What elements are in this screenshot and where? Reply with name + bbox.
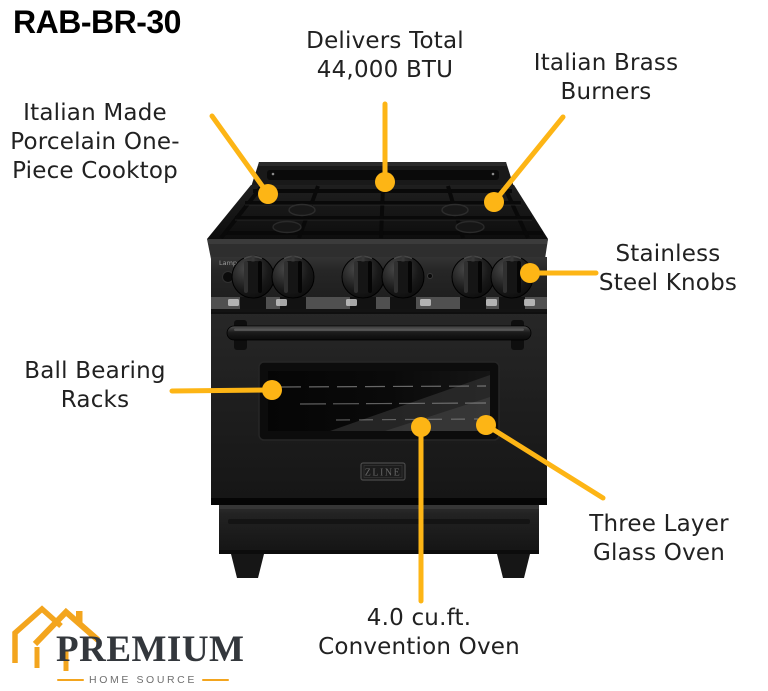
range-storage-drawer bbox=[211, 498, 547, 554]
callout-cooktop: Italian Made Porcelain One- Piece Cookto… bbox=[0, 99, 190, 186]
callout-text-line: Stainless bbox=[615, 241, 721, 267]
drawer-face bbox=[219, 505, 539, 554]
callout-text-line: 44,000 BTU bbox=[316, 57, 454, 83]
connector-dot bbox=[262, 380, 282, 400]
control-knob bbox=[231, 254, 275, 299]
callout-text-line: Italian Made bbox=[23, 100, 167, 126]
range-control-panel: Lamp bbox=[211, 254, 547, 312]
connector-glass-oven bbox=[476, 415, 606, 501]
oven-window bbox=[258, 361, 500, 441]
range-feet bbox=[231, 554, 530, 578]
knob-shadows bbox=[240, 297, 525, 309]
brand-badge-text: ZLINE bbox=[365, 468, 401, 479]
premium-home-source-logo: PREMIUM HOME SOURCE bbox=[12, 600, 247, 690]
range-foot bbox=[497, 554, 530, 578]
tagline-rule-right bbox=[201, 678, 230, 682]
callout-convection-oven: 4.0 cu.ft. Convention Oven bbox=[309, 604, 529, 662]
tagline-rule-left bbox=[57, 678, 85, 682]
callout-text-line: Porcelain One- bbox=[10, 129, 180, 155]
logo-wordmark: PREMIUM bbox=[56, 629, 245, 670]
control-knob bbox=[341, 254, 385, 299]
chimney bbox=[76, 611, 83, 624]
callout-knobs: Stainless Steel Knobs bbox=[568, 240, 768, 298]
connector-dot bbox=[258, 184, 278, 204]
callout-text-line: 4.0 cu.ft. bbox=[366, 605, 472, 631]
logo-tagline: HOME SOURCE bbox=[57, 674, 230, 686]
connector-brass-burners bbox=[484, 114, 566, 212]
connector-convection-oven bbox=[411, 417, 431, 604]
callout-racks: Ball Bearing Racks bbox=[0, 357, 190, 415]
callout-text-line: Burners bbox=[560, 79, 652, 105]
callout-text-line: Piece Cooktop bbox=[12, 158, 178, 184]
panel-function-icons bbox=[228, 299, 535, 306]
connector-dot bbox=[375, 172, 395, 192]
callout-brass-burners: Italian Brass Burners bbox=[506, 49, 706, 107]
connector-total-btu bbox=[375, 101, 395, 192]
control-knob bbox=[381, 254, 425, 299]
callout-text-line: Steel Knobs bbox=[598, 270, 738, 296]
control-knob bbox=[451, 254, 495, 299]
rack-reflections bbox=[280, 385, 487, 421]
house-icon bbox=[12, 605, 100, 671]
callout-glass-oven: Three Layer Glass Oven bbox=[559, 510, 759, 568]
range-illustration: Lamp bbox=[207, 162, 548, 578]
grate-highlights bbox=[235, 204, 532, 221]
tagline-text: HOME SOURCE bbox=[89, 674, 197, 686]
lamp-label: Lamp bbox=[219, 259, 237, 267]
connector-knobs bbox=[520, 263, 599, 283]
range-foot bbox=[231, 554, 264, 578]
callout-text-line: Convention Oven bbox=[318, 634, 520, 660]
connector-racks bbox=[169, 380, 282, 400]
control-knob bbox=[271, 254, 315, 299]
connector-cooktop bbox=[209, 113, 278, 204]
callout-text-line: Italian Brass bbox=[533, 50, 679, 76]
callout-text-line: Glass Oven bbox=[592, 540, 726, 566]
igniter-indicator bbox=[427, 273, 433, 279]
connector-dot bbox=[520, 263, 540, 283]
brand-badge: ZLINE bbox=[360, 462, 406, 481]
callout-text-line: Delivers Total bbox=[306, 28, 464, 54]
callout-connectors bbox=[169, 101, 606, 604]
callout-text-line: Racks bbox=[60, 387, 130, 413]
connector-dot bbox=[476, 415, 496, 435]
oven-handle bbox=[226, 320, 532, 350]
range-oven-door: ZLINE bbox=[211, 312, 547, 498]
callout-text-line: Three Layer bbox=[589, 511, 729, 537]
callout-text-line: Ball Bearing bbox=[24, 358, 166, 384]
callout-total-btu: Delivers Total 44,000 BTU bbox=[285, 27, 485, 85]
connector-dot bbox=[484, 192, 504, 212]
product-model-title: RAB-BR-30 bbox=[13, 4, 181, 40]
burner-caps bbox=[272, 203, 485, 234]
connector-dot bbox=[411, 417, 431, 437]
